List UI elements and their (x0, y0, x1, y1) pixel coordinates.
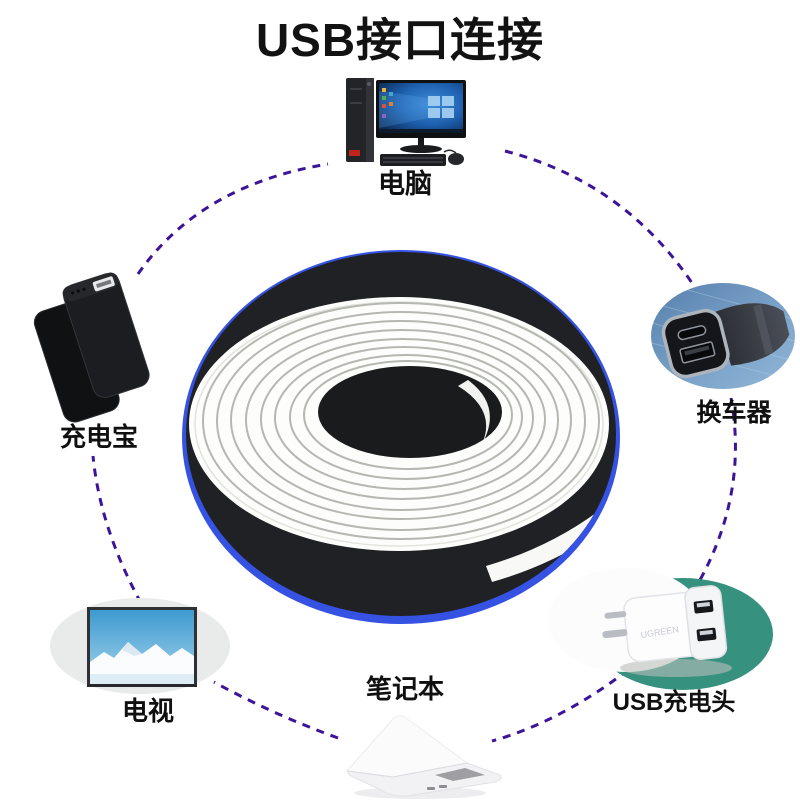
pc-mouse (448, 153, 464, 165)
laptop-ports (427, 785, 447, 790)
dashed-arc-powerbank-computer (136, 162, 329, 275)
device-label-car-charger: 换车器 (696, 399, 772, 427)
dashed-arc-computer-carcharger (504, 149, 696, 287)
device-label-laptop: 笔记本 (365, 674, 444, 704)
usb-a-ports (693, 599, 717, 642)
laptop-image (335, 713, 510, 800)
car-charger-image (648, 282, 798, 397)
laptop-base (346, 762, 502, 797)
charger-prongs (602, 611, 628, 639)
power-bank-image (28, 265, 178, 440)
pc-tower-logo (349, 150, 360, 156)
device-label-computer: 电脑 (378, 169, 432, 199)
laptop-lid (346, 715, 469, 778)
usb-c-port (677, 325, 707, 341)
desktop-icons (382, 88, 393, 118)
charger-face (684, 585, 728, 660)
taskbar (379, 129, 463, 133)
charger-shadow (620, 659, 732, 677)
coil-white-face (189, 297, 609, 551)
power-bank-front (63, 273, 150, 398)
coil-hole-highlight (458, 380, 490, 444)
coil-blue-ring (182, 250, 620, 624)
usb-charger-image: UGREEN (548, 568, 773, 692)
device-label-tv: 电视 (121, 696, 174, 726)
device-label-usb-charger: USB充电头 (612, 689, 736, 716)
laptop-keyboard-hint (435, 768, 485, 781)
device-label-power-bank: 充电宝 (59, 422, 138, 452)
pc-keyboard (380, 154, 446, 166)
snow-mountains (90, 642, 194, 684)
desktop-computer-image (332, 58, 477, 173)
dashed-arc-tv-powerbank (91, 455, 143, 604)
windows-logo-glyph (428, 96, 454, 118)
coil-spiral-rings (202, 302, 600, 540)
power-bank-led-dots (70, 287, 86, 295)
coil-body (186, 252, 616, 616)
coil-center-hole (318, 366, 502, 458)
page-title: USB接口连接 (255, 14, 545, 66)
tv-image (48, 596, 233, 701)
car-charger-face (661, 308, 730, 379)
